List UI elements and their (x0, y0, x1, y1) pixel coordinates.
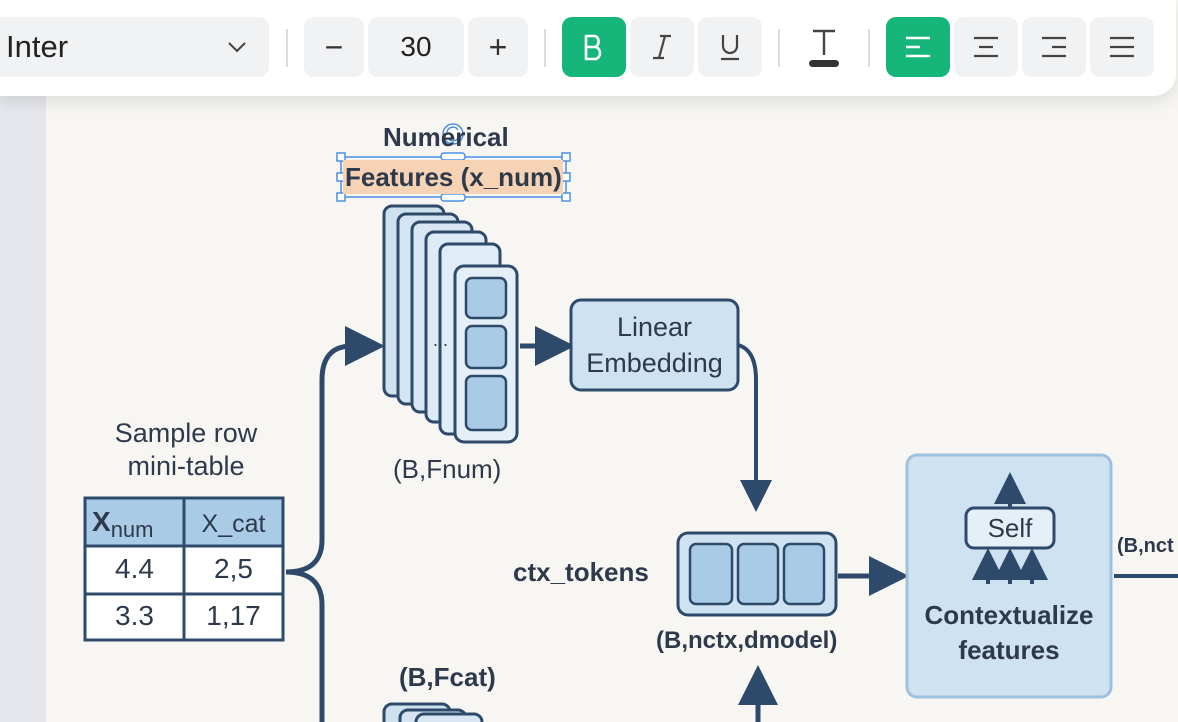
table-cell: 3.3 (115, 600, 154, 631)
italic-button[interactable] (630, 17, 694, 77)
num-shape-label: (B,Fnum) (393, 454, 502, 484)
selected-text-line2[interactable]: Features (x_num) (345, 162, 562, 192)
increase-font-size-button[interactable]: + (468, 17, 528, 77)
contextualize-line2: features (958, 635, 1060, 665)
underline-icon (717, 32, 743, 62)
italic-icon (649, 33, 675, 61)
align-left-icon (904, 35, 932, 59)
linear-embedding-line1: Linear (616, 312, 693, 342)
text-color-icon (807, 25, 841, 69)
plus-icon: + (488, 29, 508, 65)
numerical-feature-stack[interactable] (382, 204, 519, 444)
table-header-num-sub: num (110, 517, 154, 542)
categorical-feature-stack[interactable] (382, 702, 484, 722)
left-panel-edge (0, 0, 46, 722)
sample-title-line1: Sample row (114, 418, 258, 448)
text-selection-box[interactable] (336, 123, 571, 202)
contextualize-line1: Contextualize (924, 600, 1094, 630)
underline-button[interactable] (698, 17, 762, 77)
table-cell: 1,17 (206, 600, 261, 631)
cat-shape-label: (B,Fcat) (399, 662, 496, 692)
bold-button[interactable] (562, 17, 626, 77)
ctx-tokens-label: ctx_tokens (513, 557, 649, 587)
minus-icon: − (324, 29, 344, 65)
right-shape-label: (B,nct (1117, 535, 1174, 557)
toolbar-divider (778, 29, 780, 67)
align-justify-icon (1108, 35, 1136, 59)
self-attention-label: Self (987, 513, 1033, 543)
table-cell: 2,5 (214, 553, 253, 584)
text-highlight (343, 160, 563, 194)
contextualize-features-box[interactable] (905, 453, 1113, 699)
ctx-tokens-box[interactable] (676, 531, 838, 617)
text-format-toolbar: Inter − 30 + (0, 0, 1176, 96)
font-size-input[interactable]: 30 (368, 17, 464, 77)
chevron-down-icon (227, 41, 247, 53)
align-center-button[interactable] (954, 17, 1018, 77)
toolbar-divider (544, 29, 546, 67)
table-header-num: Xnum (92, 506, 153, 542)
align-right-button[interactable] (1022, 17, 1086, 77)
align-justify-button[interactable] (1090, 17, 1154, 77)
table-cell: 4.4 (115, 553, 154, 584)
toolbar-divider (868, 29, 870, 67)
text-color-button[interactable] (796, 17, 852, 77)
sample-row-table[interactable] (83, 496, 285, 642)
stack-ellipsis: ... (433, 330, 449, 350)
toolbar-divider (286, 29, 288, 67)
linear-embedding-line2: Embedding (586, 348, 723, 378)
bold-icon (581, 33, 607, 61)
table-header-cat: X_cat (201, 510, 266, 538)
decrease-font-size-button[interactable]: − (304, 17, 364, 77)
align-right-icon (1040, 35, 1068, 59)
selected-text-line1[interactable]: Numerical (383, 122, 509, 152)
ctx-shape-label: (B,nctx,dmodel) (656, 627, 838, 654)
font-family-value: Inter (6, 29, 69, 64)
align-center-icon (972, 35, 1000, 59)
font-size-value: 30 (400, 31, 432, 62)
font-family-select[interactable]: Inter (0, 17, 269, 77)
table-header-num-main: X (92, 506, 111, 537)
sample-title-line2: mini-table (127, 451, 245, 481)
align-left-button[interactable] (886, 17, 950, 77)
